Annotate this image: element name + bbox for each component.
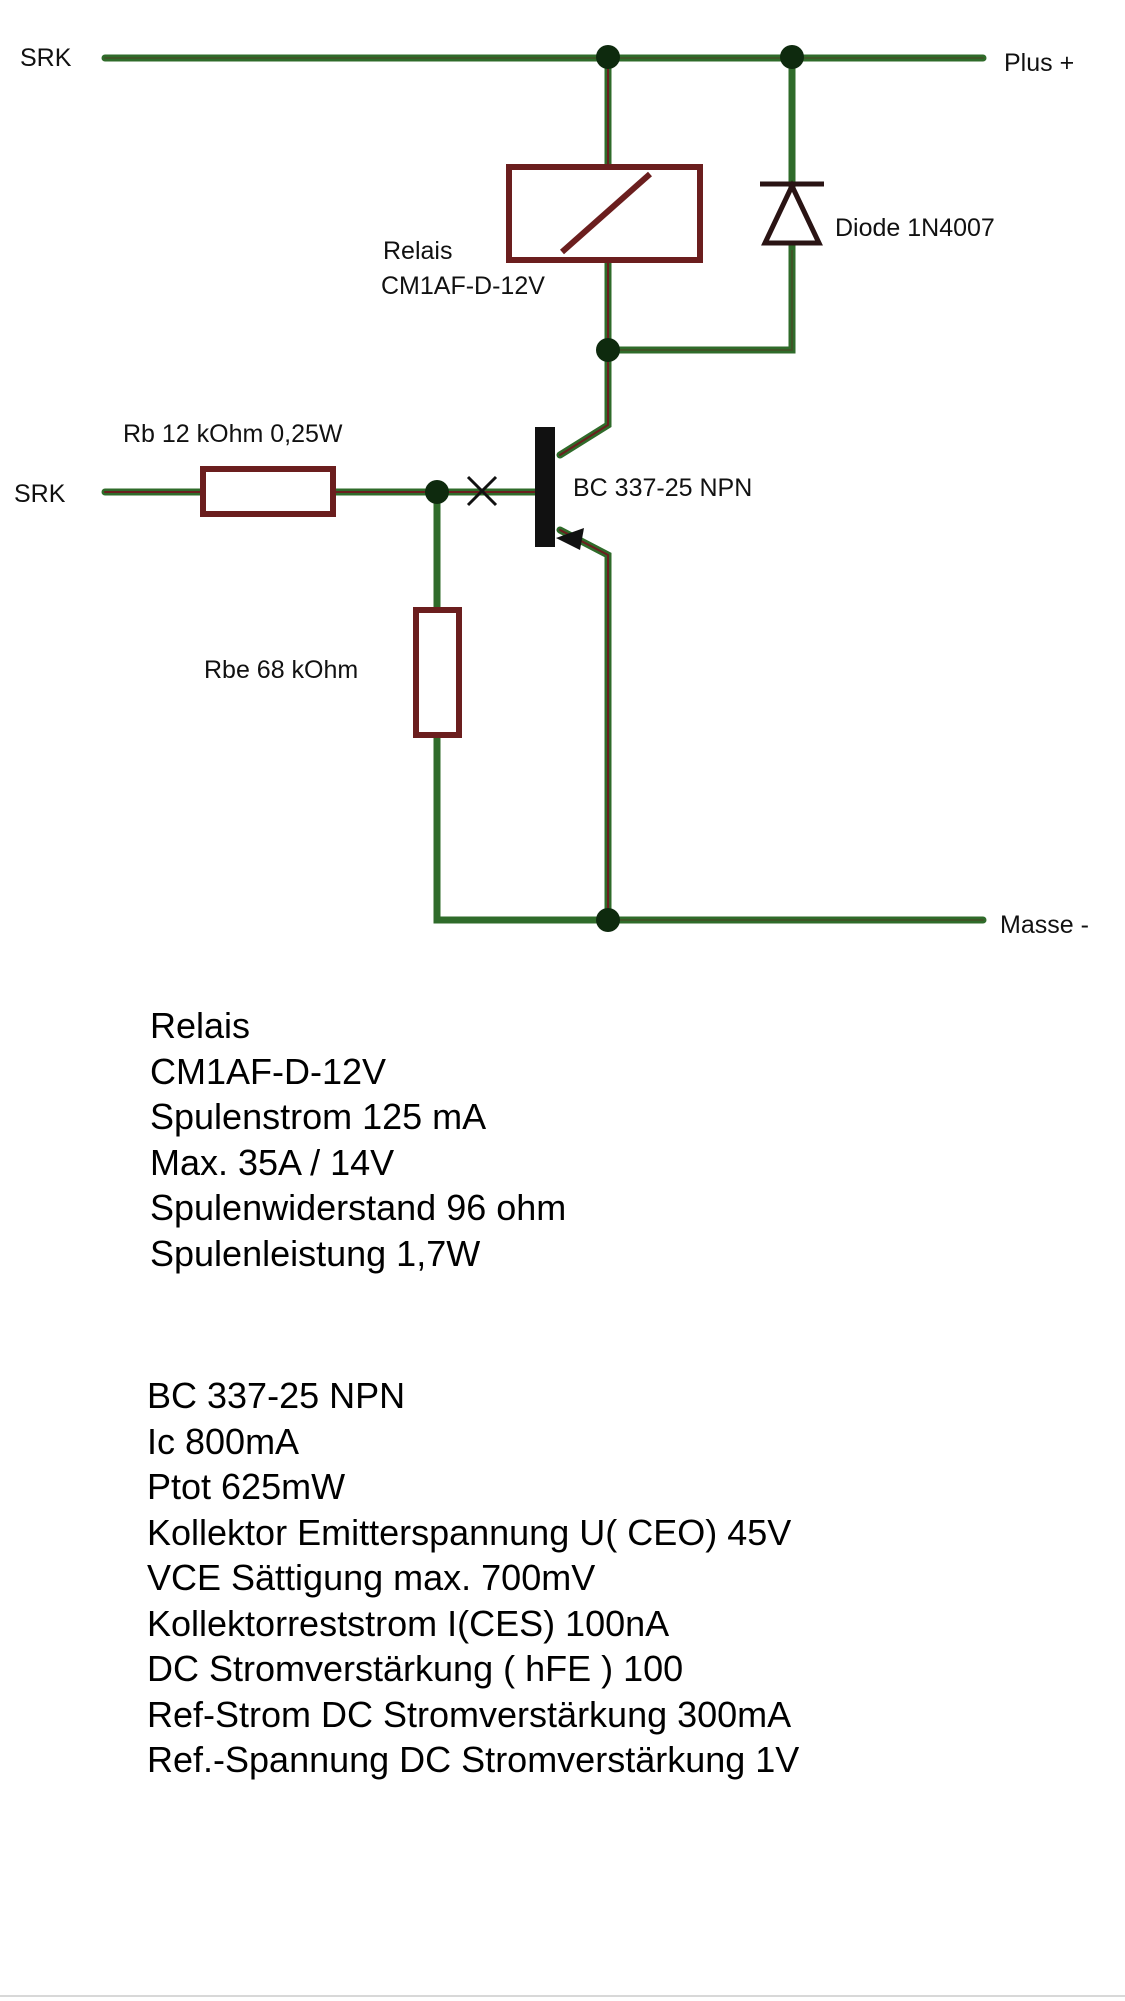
- relay-spec-line: Relais: [150, 1005, 251, 1046]
- transistor-spec-line: Ptot 625mW: [147, 1466, 346, 1507]
- rbe-label: Rbe 68 kOhm: [204, 656, 359, 684]
- relay-name-label: Relais: [383, 237, 453, 265]
- diode-label: Diode 1N4007: [835, 214, 995, 242]
- relay-spec-line: Spulenstrom 125 mA: [150, 1096, 487, 1137]
- node-ground: [596, 908, 620, 932]
- node-relay-top: [596, 45, 620, 69]
- transistor-spec-line: VCE Sättigung max. 700mV: [147, 1557, 596, 1598]
- transistor-spec-line: Ref.-Spannung DC Stromverstärkung 1V: [147, 1739, 800, 1780]
- npn-transistor-symbol: [535, 427, 584, 550]
- relay-model-label: CM1AF-D-12V: [381, 272, 545, 300]
- node-diode-top: [780, 45, 804, 69]
- masse-terminal-label: Masse -: [1000, 911, 1089, 939]
- relay-coil-symbol: [506, 164, 703, 263]
- relay-spec-line: Spulenwiderstand 96 ohm: [150, 1187, 567, 1228]
- diode-symbol: [760, 178, 824, 250]
- rbe-resistor-symbol: [413, 607, 462, 738]
- emitter-lead-wire: [556, 526, 612, 924]
- junction-nodes: [425, 45, 804, 932]
- relay-spec-line: Max. 35A / 14V: [150, 1141, 395, 1183]
- relay-driver-schematic: [101, 45, 987, 932]
- node-base: [425, 480, 449, 504]
- srk-top-label: SRK: [20, 44, 72, 72]
- collector-lead-wire: [556, 346, 612, 459]
- transistor-label: BC 337-25 NPN: [573, 474, 753, 502]
- plus-terminal-label: Plus +: [1004, 49, 1075, 77]
- bottom-divider: [0, 1995, 1125, 1997]
- rbe-branch-wire: [433, 488, 612, 924]
- relay-spec-line: CM1AF-D-12V: [150, 1050, 387, 1092]
- rb-resistor-symbol: [200, 466, 336, 517]
- transistor-spec-line: Kollektor Emitterspannung U( CEO) 45V: [147, 1511, 792, 1553]
- transistor-spec-line: Ic 800mA: [147, 1420, 300, 1462]
- transistor-spec-line: DC Stromverstärkung ( hFE ) 100: [147, 1648, 684, 1689]
- transistor-spec-line: Ref-Strom DC Stromverstärkung 300mA: [147, 1693, 792, 1735]
- node-collector: [596, 338, 620, 362]
- relay-spec-line: Spulenleistung 1,7W: [150, 1232, 481, 1274]
- base-cross-mark: [466, 475, 498, 507]
- transistor-spec-line: Kollektorreststrom I(CES) 100nA: [147, 1602, 670, 1644]
- srk-input-label: SRK: [14, 480, 66, 508]
- transistor-spec-line: BC 337-25 NPN: [147, 1375, 406, 1416]
- rb-label: Rb 12 kOhm 0,25W: [123, 420, 343, 448]
- diode-branch-wire: [604, 54, 796, 354]
